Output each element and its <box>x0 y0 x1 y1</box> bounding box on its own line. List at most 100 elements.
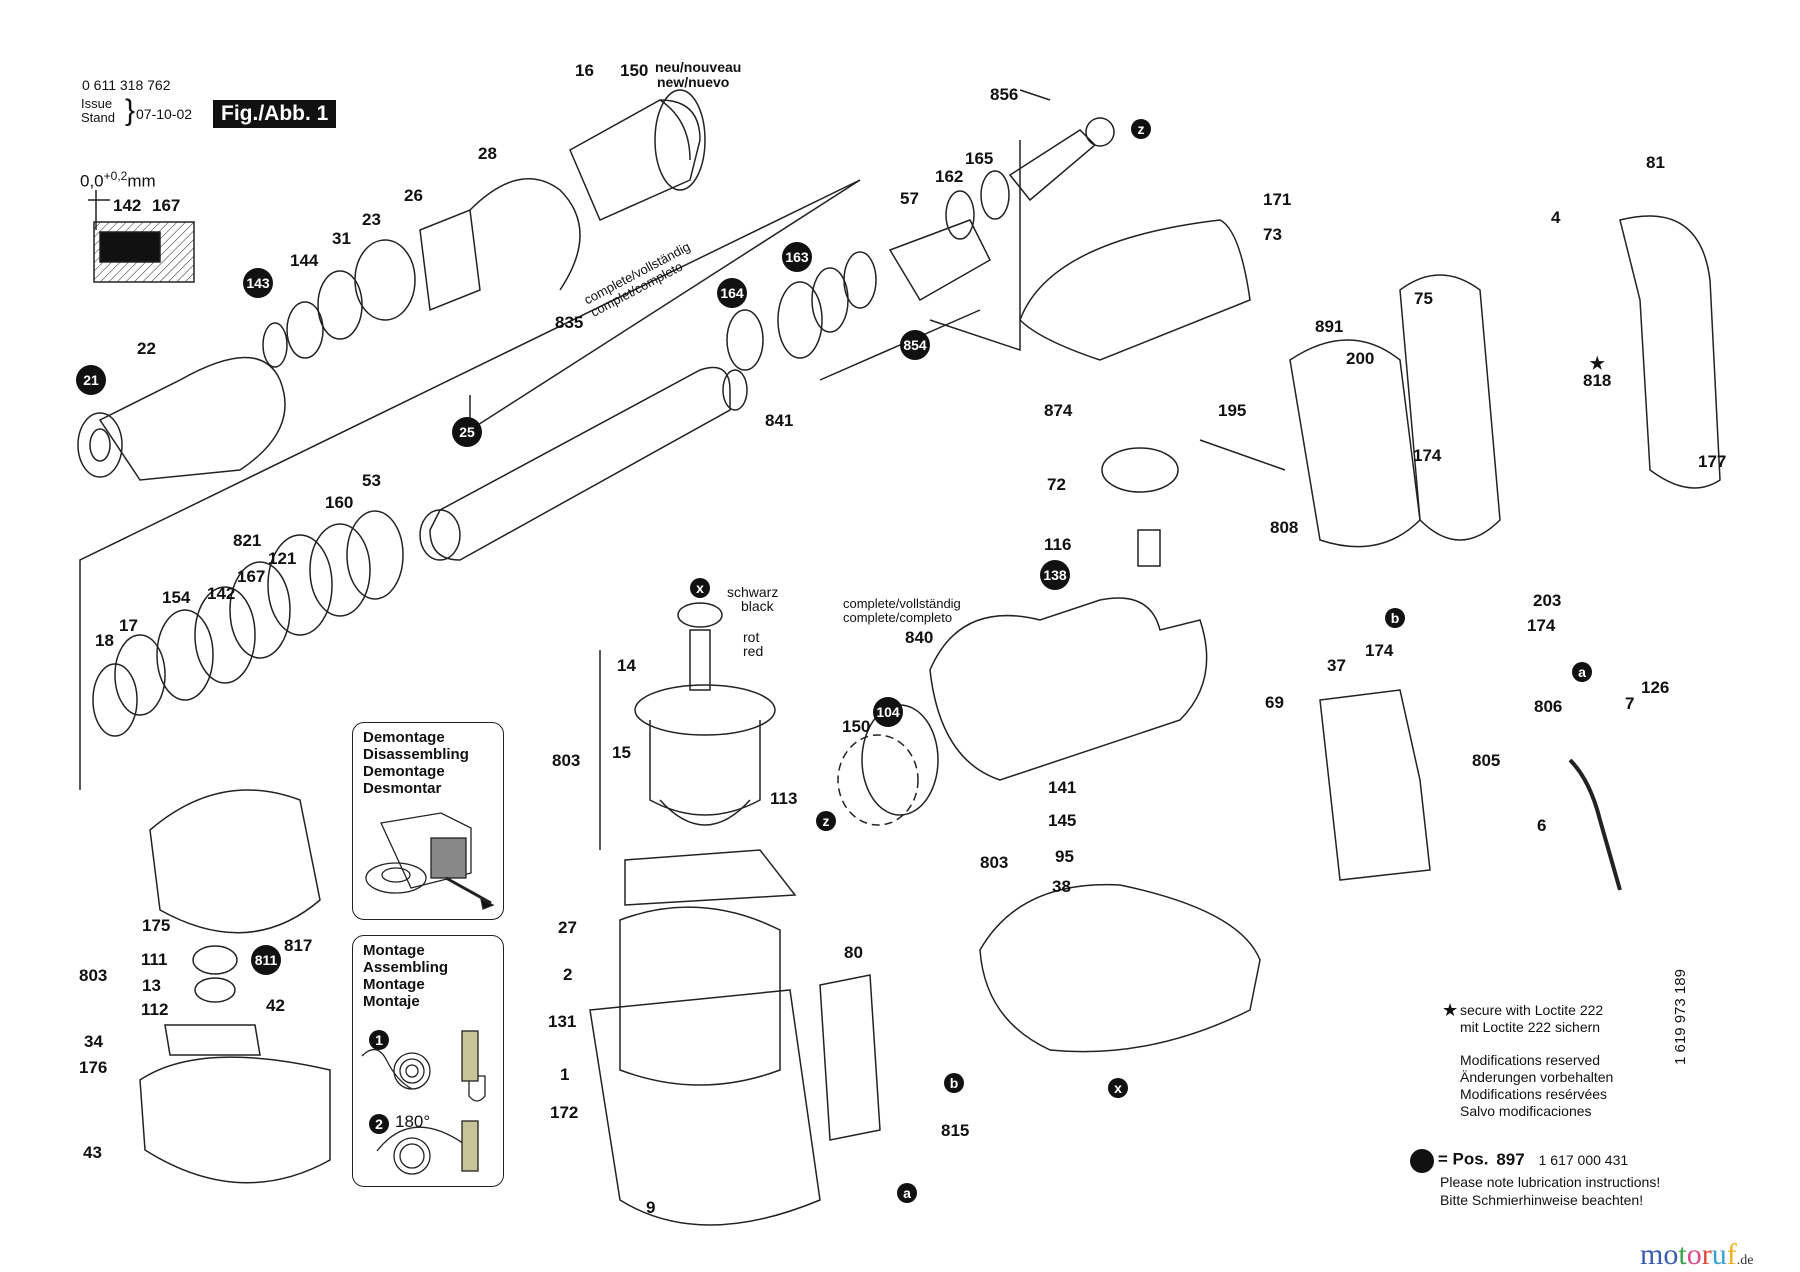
part-label-891[interactable]: 891 <box>1315 317 1344 336</box>
part-label-22[interactable]: 22 <box>137 339 156 358</box>
part-label-805[interactable]: 805 <box>1472 751 1501 770</box>
part-label-14[interactable]: 14 <box>617 656 636 675</box>
lubrication-note-de: Bitte Schmierhinweise beachten! <box>1440 1192 1644 1208</box>
part-label-821[interactable]: 821 <box>233 531 262 550</box>
lube-badge-25[interactable]: 25 <box>452 417 482 447</box>
part-label-15[interactable]: 15 <box>612 743 631 762</box>
part-label-174-grommet[interactable]: 174 <box>1527 616 1556 635</box>
lube-badge-163[interactable]: 163 <box>782 242 812 272</box>
lube-badge-138[interactable]: 138 <box>1040 560 1070 590</box>
connector-marker-x-top[interactable]: x <box>690 578 710 598</box>
part-label-1[interactable]: 1 <box>560 1065 570 1084</box>
connector-marker-b-switch[interactable]: b <box>944 1073 964 1093</box>
connector-marker-b-handle[interactable]: b <box>1385 608 1405 628</box>
part-label-141[interactable]: 141 <box>1048 778 1077 797</box>
lube-badge-811[interactable]: 811 <box>251 945 281 975</box>
part-label-172[interactable]: 172 <box>550 1103 579 1122</box>
part-label-23[interactable]: 23 <box>362 210 381 229</box>
connector-marker-z-bottom[interactable]: z <box>816 811 836 831</box>
part-label-131[interactable]: 131 <box>548 1012 577 1031</box>
part-label-150-gear[interactable]: 150 <box>842 717 871 736</box>
part-label-42[interactable]: 42 <box>266 996 285 1015</box>
part-label-57[interactable]: 57 <box>900 189 919 208</box>
part-label-81[interactable]: 81 <box>1646 153 1665 172</box>
part-label-195[interactable]: 195 <box>1218 401 1247 420</box>
lube-badge-164[interactable]: 164 <box>717 278 747 308</box>
part-label-840[interactable]: 840 <box>905 628 934 647</box>
part-label-874[interactable]: 874 <box>1044 401 1073 420</box>
part-label-162[interactable]: 162 <box>935 167 964 186</box>
part-label-806[interactable]: 806 <box>1534 697 1563 716</box>
connector-marker-x-bottom[interactable]: x <box>1108 1078 1128 1098</box>
part-label-803-brush[interactable]: 803 <box>79 966 108 985</box>
part-label-113[interactable]: 113 <box>770 789 798 808</box>
part-label-174-cover[interactable]: 174 <box>1365 641 1394 660</box>
part-label-4[interactable]: 4 <box>1551 208 1561 227</box>
lube-badge-143[interactable]: 143 <box>243 268 273 298</box>
part-label-112[interactable]: 112 <box>141 1000 169 1019</box>
part-label-69[interactable]: 69 <box>1265 693 1284 712</box>
part-label-111[interactable]: 111 <box>141 950 168 969</box>
part-label-53[interactable]: 53 <box>362 471 381 490</box>
part-label-167[interactable]: 167 <box>237 567 266 586</box>
part-label-171[interactable]: 171 <box>1263 190 1292 209</box>
lube-badge-854[interactable]: 854 <box>900 330 930 360</box>
part-label-144[interactable]: 144 <box>290 251 319 270</box>
part-label-18[interactable]: 18 <box>95 631 114 650</box>
part-label-160[interactable]: 160 <box>325 493 354 512</box>
part-label-150[interactable]: 150 <box>620 61 649 80</box>
part-label-177[interactable]: 177 <box>1698 452 1727 471</box>
part-label-165[interactable]: 165 <box>965 149 994 168</box>
part-label-203[interactable]: 203 <box>1533 591 1562 610</box>
part-label-176[interactable]: 176 <box>79 1058 108 1077</box>
part-label-803-motor[interactable]: 803 <box>552 751 581 770</box>
lube-badge-21[interactable]: 21 <box>76 365 106 395</box>
part-label-38[interactable]: 38 <box>1052 877 1071 896</box>
part-label-13[interactable]: 13 <box>142 976 161 995</box>
part-label-80[interactable]: 80 <box>844 943 863 962</box>
part-label-34[interactable]: 34 <box>84 1032 103 1051</box>
part-label-28[interactable]: 28 <box>478 144 497 163</box>
disassembling-line-fr: Demontage <box>363 763 445 780</box>
wire-black-en: black <box>741 598 774 614</box>
part-label-73[interactable]: 73 <box>1263 225 1282 244</box>
part-label-27[interactable]: 27 <box>558 918 577 937</box>
part-label-126[interactable]: 126 <box>1641 678 1670 697</box>
part-label-175[interactable]: 175 <box>142 916 171 935</box>
part-label-7[interactable]: 7 <box>1625 694 1635 713</box>
part-label-817[interactable]: 817 <box>284 936 313 955</box>
part-label-841[interactable]: 841 <box>765 411 794 430</box>
part-label-200[interactable]: 200 <box>1346 349 1375 368</box>
part-label-142[interactable]: 142 <box>207 584 236 603</box>
part-label-9[interactable]: 9 <box>646 1198 656 1217</box>
part-label-17[interactable]: 17 <box>119 616 138 635</box>
part-label-6[interactable]: 6 <box>1537 816 1547 835</box>
part-label-835[interactable]: 835 <box>555 313 584 332</box>
part-label-37[interactable]: 37 <box>1327 656 1346 675</box>
connector-marker-a-cord[interactable]: a <box>1572 662 1592 682</box>
part-label-856[interactable]: 856 <box>990 85 1019 104</box>
part-label-818[interactable]: ★818 <box>1583 355 1611 389</box>
part-label-174[interactable]: 174 <box>1413 446 1442 465</box>
part-label-154[interactable]: 154 <box>162 588 191 607</box>
part-label-145[interactable]: 145 <box>1048 811 1077 830</box>
handle-housing <box>1289 215 1721 548</box>
connector-marker-a-switch[interactable]: a <box>897 1183 917 1203</box>
part-label-95[interactable]: 95 <box>1055 847 1074 866</box>
part-label-72[interactable]: 72 <box>1047 475 1066 494</box>
part-label-2[interactable]: 2 <box>563 965 573 984</box>
connector-marker-z-top[interactable]: z <box>1131 119 1151 139</box>
lube-badge-104[interactable]: 104 <box>873 697 903 727</box>
part-label-43[interactable]: 43 <box>83 1143 102 1162</box>
part-label-26[interactable]: 26 <box>404 186 423 205</box>
part-label-31[interactable]: 31 <box>332 229 351 248</box>
part-label-116[interactable]: 116 <box>1044 535 1072 554</box>
figure-title: Fig./Abb. 1 <box>213 100 337 128</box>
part-label-815[interactable]: 815 <box>941 1121 970 1140</box>
part-label-121[interactable]: 121 <box>268 549 297 568</box>
part-label-808[interactable]: 808 <box>1270 518 1299 537</box>
part-label-75[interactable]: 75 <box>1414 289 1433 308</box>
part-label-16[interactable]: 16 <box>575 61 594 80</box>
new-label-de-fr: neu/nouveau <box>655 59 742 75</box>
part-label-803-gear[interactable]: 803 <box>980 853 1009 872</box>
